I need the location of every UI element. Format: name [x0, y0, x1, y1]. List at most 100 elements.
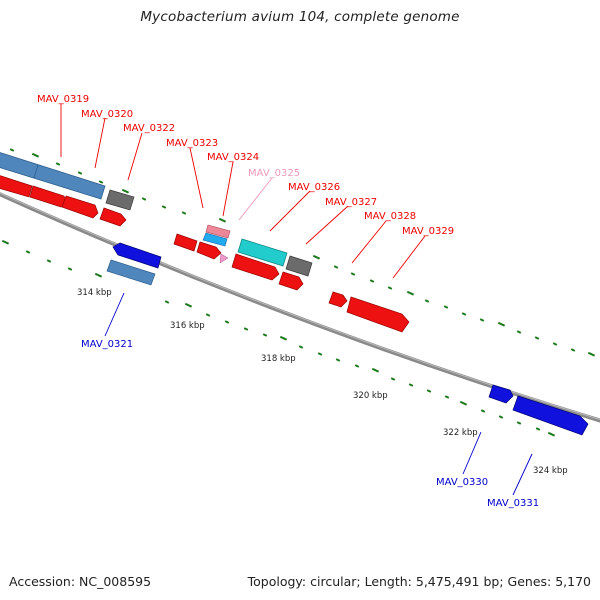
gene-feature-red[interactable] [99, 207, 127, 227]
tick-mark [369, 279, 375, 283]
scale-label-320: 320 kbp [353, 391, 388, 401]
gene-feature-red[interactable] [231, 253, 280, 281]
tick-mark [25, 250, 31, 254]
gene-label-mav0330[interactable]: MAV_0330 [436, 477, 488, 488]
leader-line [222, 161, 234, 217]
tick-mark [98, 180, 104, 184]
tick-mark [279, 335, 288, 341]
tick-mark [547, 431, 556, 437]
gene-feature-red[interactable] [278, 271, 304, 291]
gene-label-mav0329[interactable]: MAV_0329 [402, 226, 454, 237]
scale-labels: 314 kbp 316 kbp 318 kbp 320 kbp 322 kbp … [77, 288, 568, 476]
tick-mark [224, 320, 230, 324]
tick-mark [387, 286, 393, 290]
tick-mark [552, 342, 558, 346]
gene-feature-red[interactable] [0, 174, 33, 198]
inner-tick-track [1, 239, 556, 437]
tick-mark [587, 351, 596, 357]
gene-feature-blue[interactable] [512, 395, 589, 436]
tick-mark [298, 345, 304, 349]
gene-features [0, 151, 589, 436]
gene-label-mav0323[interactable]: MAV_0323 [166, 138, 218, 149]
tick-mark [443, 305, 449, 309]
gene-feature-red[interactable] [29, 185, 67, 208]
gene-feature-skyblue[interactable] [202, 232, 228, 247]
leader-line [462, 431, 482, 475]
leader-line [94, 117, 106, 169]
gene-feature-red[interactable] [196, 241, 222, 260]
leader-line [305, 205, 349, 245]
genome-backbone [0, 192, 600, 423]
gene-label-mav0321[interactable]: MAV_0321 [81, 339, 133, 350]
gene-label-mav0325[interactable]: MAV_0325 [248, 168, 300, 179]
scale-label-324: 324 kbp [533, 466, 568, 476]
gene-label-mav0319[interactable]: MAV_0319 [37, 94, 89, 105]
tick-mark [77, 171, 83, 175]
tick-mark [498, 415, 504, 419]
tick-mark [94, 272, 103, 278]
tick-mark [570, 348, 576, 352]
tick-mark [262, 333, 268, 337]
accession-text: Accession: NC_008595 [9, 574, 152, 589]
tick-mark [371, 367, 380, 373]
tick-mark [1, 239, 10, 245]
genome-backbone-highlight [0, 192, 600, 421]
tick-mark [461, 312, 467, 316]
gene-feature-blue[interactable] [488, 384, 514, 404]
leader-line [392, 235, 426, 279]
gene-feature-red[interactable] [173, 233, 198, 252]
gene-label-mav0320[interactable]: MAV_0320 [81, 109, 133, 120]
tick-mark [335, 358, 341, 362]
gene-feature-gray[interactable] [285, 255, 313, 277]
gene-boundary [33, 164, 39, 179]
tick-mark [333, 265, 339, 269]
tick-mark [243, 327, 249, 331]
leader-lines [60, 104, 533, 496]
gene-feature-red[interactable] [346, 296, 410, 333]
tick-mark [218, 217, 227, 223]
tick-mark [205, 313, 211, 317]
gene-feature-steelblue[interactable] [106, 259, 156, 286]
tick-mark [516, 330, 522, 334]
gene-label-mav0326[interactable]: MAV_0326 [288, 182, 340, 193]
tick-mark [46, 259, 52, 263]
tick-mark [480, 409, 486, 413]
tick-mark [459, 400, 468, 406]
gene-feature-red[interactable] [61, 195, 99, 219]
gene-feature-gray[interactable] [105, 189, 135, 211]
gene-label-mav0331[interactable]: MAV_0331 [487, 498, 539, 509]
tick-mark [406, 290, 415, 296]
tick-mark [312, 254, 321, 260]
gene-feature-blue[interactable] [112, 242, 162, 269]
tick-mark [534, 336, 540, 340]
gene-feature-pink[interactable] [205, 224, 231, 239]
gene-label-mav0327[interactable]: MAV_0327 [325, 197, 377, 208]
gene-feature-steelblue[interactable] [0, 151, 106, 200]
tick-mark [479, 318, 485, 322]
leader-line [238, 177, 273, 221]
scale-label-318: 318 kbp [261, 354, 296, 364]
scale-label-322: 322 kbp [443, 428, 478, 438]
tick-mark [184, 302, 193, 308]
tick-mark [67, 267, 73, 271]
leader-line [189, 147, 204, 209]
tick-mark [516, 421, 522, 425]
tick-mark [121, 188, 130, 194]
gene-feature-cyan[interactable] [237, 238, 288, 267]
gene-label-mav0328[interactable]: MAV_0328 [364, 211, 416, 222]
scale-label-314: 314 kbp [77, 288, 112, 298]
gene-label-mav0322[interactable]: MAV_0322 [123, 123, 175, 134]
leader-line [351, 220, 387, 264]
tick-mark [535, 427, 541, 431]
tick-mark [161, 205, 167, 209]
gene-feature-pink[interactable] [219, 253, 229, 264]
tick-mark [9, 148, 15, 152]
gene-label-mav0324[interactable]: MAV_0324 [207, 152, 259, 163]
leader-line [104, 292, 125, 337]
tick-mark [31, 152, 40, 158]
tick-mark [390, 377, 396, 381]
leader-line [127, 132, 143, 181]
gene-feature-red[interactable] [328, 291, 348, 308]
